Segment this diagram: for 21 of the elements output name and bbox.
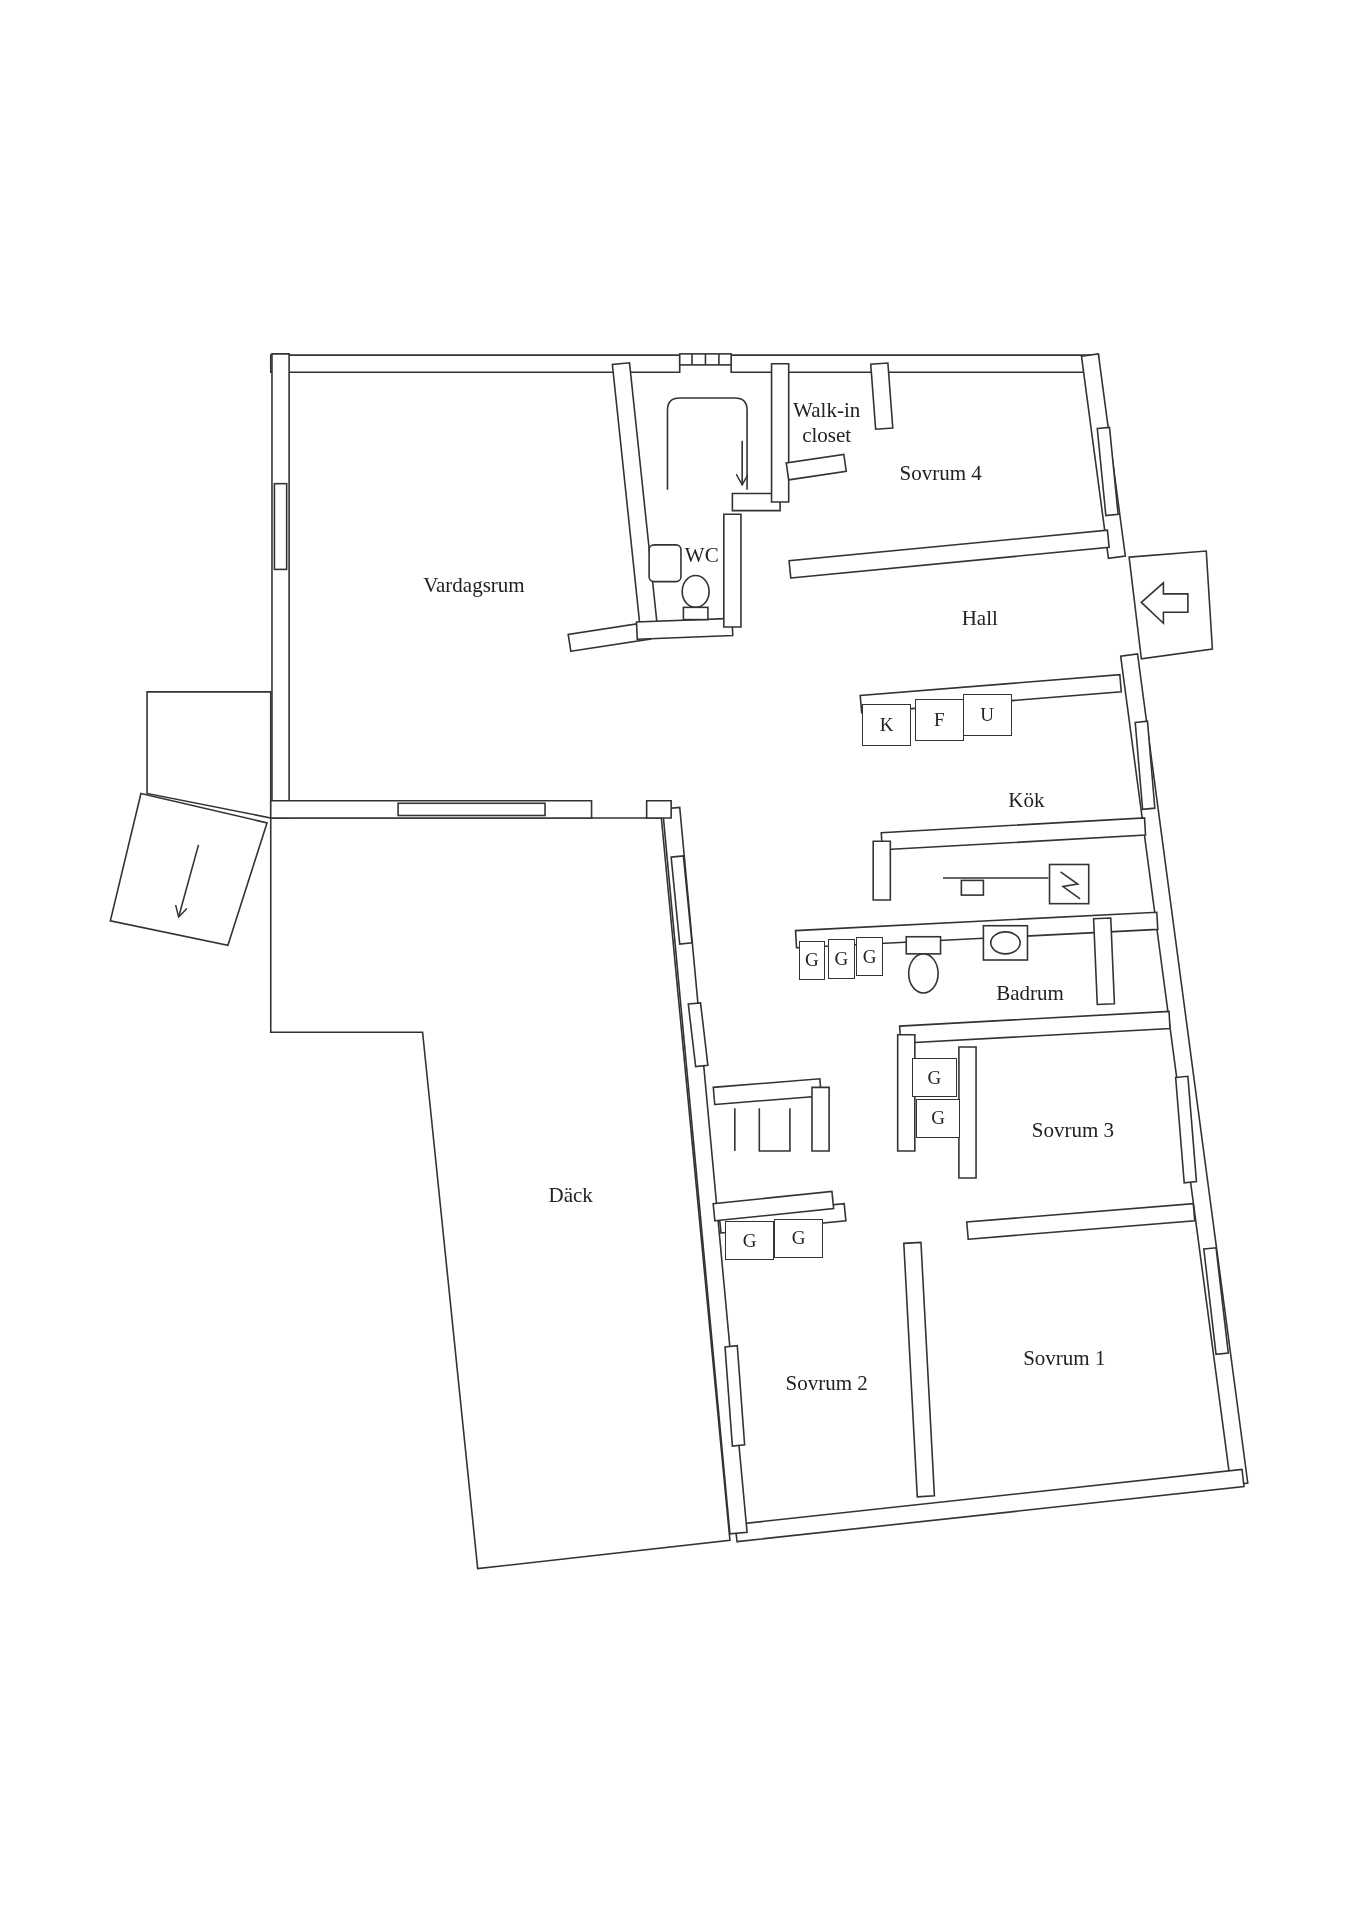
room-name: Sovrum 4 bbox=[899, 460, 982, 485]
storage-cabinet: G bbox=[856, 936, 883, 977]
storage-cabinet: G bbox=[725, 1221, 774, 1261]
storage-cabinet: G bbox=[827, 939, 855, 979]
room-name: Hall bbox=[961, 606, 998, 631]
storage-cabinet: G bbox=[798, 940, 826, 980]
storage-cabinet: G bbox=[916, 1098, 961, 1138]
storage-cabinet: K bbox=[862, 704, 912, 746]
room-name: Vardagsrum bbox=[423, 573, 525, 598]
storage-cabinet: G bbox=[912, 1058, 957, 1098]
room-name: Sovrum 2 bbox=[785, 1370, 868, 1395]
room-name: Sovrum 3 bbox=[1031, 1118, 1114, 1143]
storage-cabinet: G bbox=[774, 1218, 823, 1258]
room-name: Kök bbox=[1008, 787, 1045, 812]
storage-cabinet: F bbox=[914, 699, 964, 741]
room-name: Walk-in closet bbox=[792, 398, 862, 447]
storage-cabinet: U bbox=[962, 694, 1012, 737]
room-name: WC bbox=[684, 542, 719, 567]
room-name: Badrum bbox=[996, 981, 1064, 1006]
room-name: Sovrum 1 bbox=[1023, 1346, 1106, 1371]
room-name: Däck bbox=[548, 1183, 593, 1208]
